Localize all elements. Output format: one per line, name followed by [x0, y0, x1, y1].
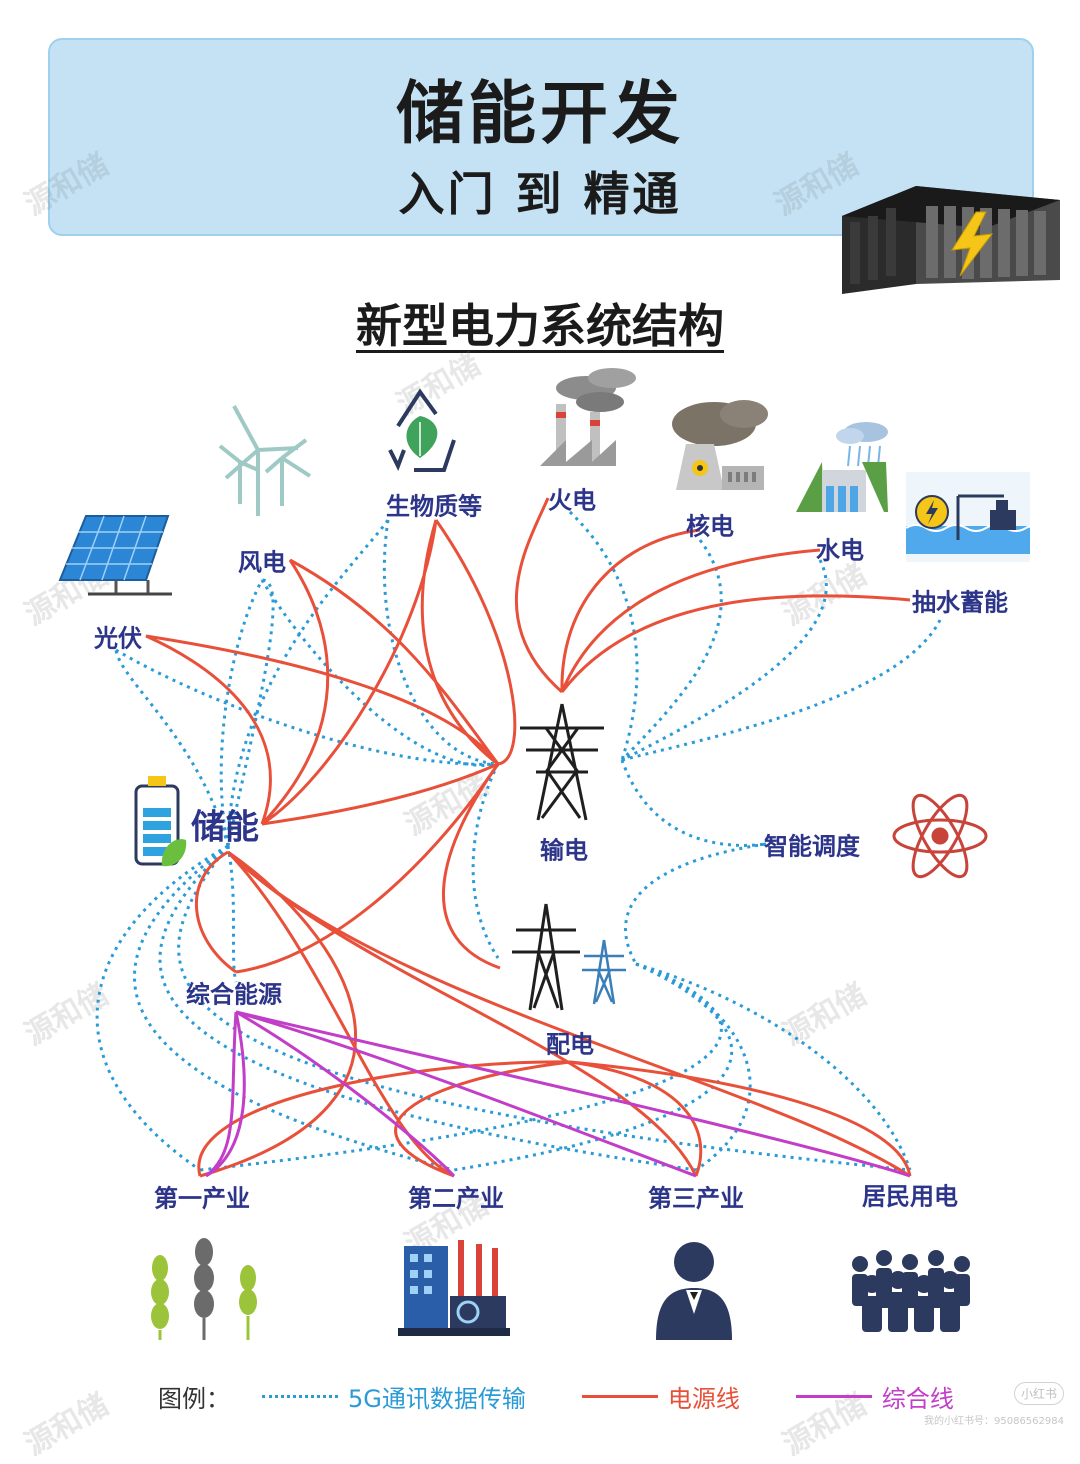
data-line — [260, 579, 499, 767]
factory-icon — [398, 1240, 510, 1336]
power-line — [195, 850, 237, 974]
node-transmission: 输电 — [540, 836, 588, 865]
integrated-line — [205, 1011, 246, 1178]
integrated-line — [235, 1010, 911, 1178]
node-primary-industry: 第一产业 — [154, 1184, 250, 1213]
section-title: 新型电力系统结构 — [356, 299, 724, 353]
power-line — [514, 497, 563, 694]
integrated-line — [235, 1010, 697, 1178]
data-line — [621, 559, 828, 762]
footer-badge: 小红书 — [1013, 1382, 1064, 1405]
page-title: 储能开发 — [395, 75, 684, 154]
page-subtitle: 入门 到 精通 — [398, 167, 682, 221]
atom-icon — [892, 793, 988, 879]
integrated-lines — [205, 1010, 911, 1178]
node-pumped-storage: 抽水蓄能 — [912, 588, 1008, 617]
node-biomass: 生物质等 — [386, 492, 482, 521]
power-line — [560, 528, 701, 693]
legend-swatch-power — [581, 1394, 658, 1398]
power-line — [261, 519, 438, 826]
power-line — [145, 634, 272, 825]
wind-turbine-icon — [218, 405, 312, 516]
thermal-plant-icon — [540, 368, 636, 466]
power-line — [434, 519, 517, 766]
data-line — [620, 759, 767, 847]
pumped-storage-icon — [905, 472, 1032, 562]
node-residential: 居民用电 — [862, 1182, 958, 1211]
node-thermal: 火电 — [548, 486, 596, 515]
data-line — [471, 763, 500, 959]
power-line — [442, 763, 501, 970]
node-wind: 风电 — [238, 548, 286, 577]
hydro-dam-icon — [796, 422, 888, 512]
server-rack-icon — [842, 186, 1060, 294]
data-line — [115, 648, 499, 766]
power-line — [560, 548, 821, 693]
power-line — [145, 634, 500, 765]
power-lines — [145, 497, 912, 1178]
legend-label-power: 电源线 — [667, 1384, 740, 1413]
header-banner — [48, 38, 1034, 236]
data-line — [132, 844, 455, 1172]
node-storage: 储能 — [191, 807, 259, 848]
nuclear-plant-icon — [672, 400, 768, 490]
data-line — [635, 962, 752, 1172]
data-line — [624, 842, 767, 965]
power-line — [226, 850, 911, 1178]
node-distribution: 配电 — [546, 1030, 594, 1059]
data-line — [158, 844, 697, 1172]
data-line — [199, 962, 723, 1172]
data-line — [226, 578, 275, 847]
legend-label-integrated: 综合线 — [881, 1384, 954, 1413]
power-line — [569, 1060, 703, 1177]
distribution-tower-icon — [512, 903, 626, 1011]
wheat-icon — [151, 1238, 257, 1340]
data-line — [226, 519, 390, 847]
power-line — [197, 1060, 571, 1177]
power-line — [289, 558, 500, 765]
legend: 图例： 5G通讯数据传输 电源线 综合线 — [158, 1376, 954, 1416]
recycle-leaf-icon — [388, 388, 456, 472]
data-line — [621, 619, 942, 762]
crowd-icon — [852, 1250, 970, 1332]
data-line — [95, 844, 229, 1172]
node-secondary-industry: 第二产业 — [408, 1184, 504, 1213]
data-line — [177, 845, 911, 1172]
legend-swatch-data — [262, 1394, 338, 1398]
power-line — [226, 850, 455, 1178]
power-line — [235, 763, 500, 974]
power-line — [226, 850, 698, 1177]
legend-title: 图例： — [158, 1384, 230, 1413]
power-line — [261, 762, 499, 826]
power-line — [199, 850, 358, 1178]
data-line — [219, 579, 264, 847]
data-line — [382, 519, 499, 766]
power-line — [569, 1060, 912, 1177]
power-line — [394, 1060, 571, 1178]
node-integrated-energy: 综合能源 — [186, 980, 282, 1009]
data-line — [226, 845, 238, 983]
integrated-line — [235, 1010, 456, 1178]
legend-label-data: 5G通讯数据传输 — [348, 1384, 526, 1413]
power-line — [560, 594, 911, 693]
data-lines — [95, 510, 942, 1172]
person-icon — [656, 1242, 732, 1340]
node-nuclear: 核电 — [686, 512, 734, 541]
legend-swatch-integrated — [795, 1394, 872, 1398]
footer-id: 我的小红书号：95086562984 — [924, 1416, 1064, 1427]
node-tertiary-industry: 第三产业 — [648, 1184, 744, 1213]
transmission-tower-icon — [520, 703, 604, 821]
data-line — [620, 539, 723, 762]
integrated-line — [205, 1011, 238, 1178]
node-hydro: 水电 — [816, 536, 864, 565]
solar-panel-icon — [58, 515, 172, 596]
power-line — [420, 519, 499, 766]
node-smart-dispatch: 智能调度 — [764, 832, 860, 861]
node-solar: 光伏 — [94, 624, 142, 653]
battery-icon — [134, 776, 187, 867]
